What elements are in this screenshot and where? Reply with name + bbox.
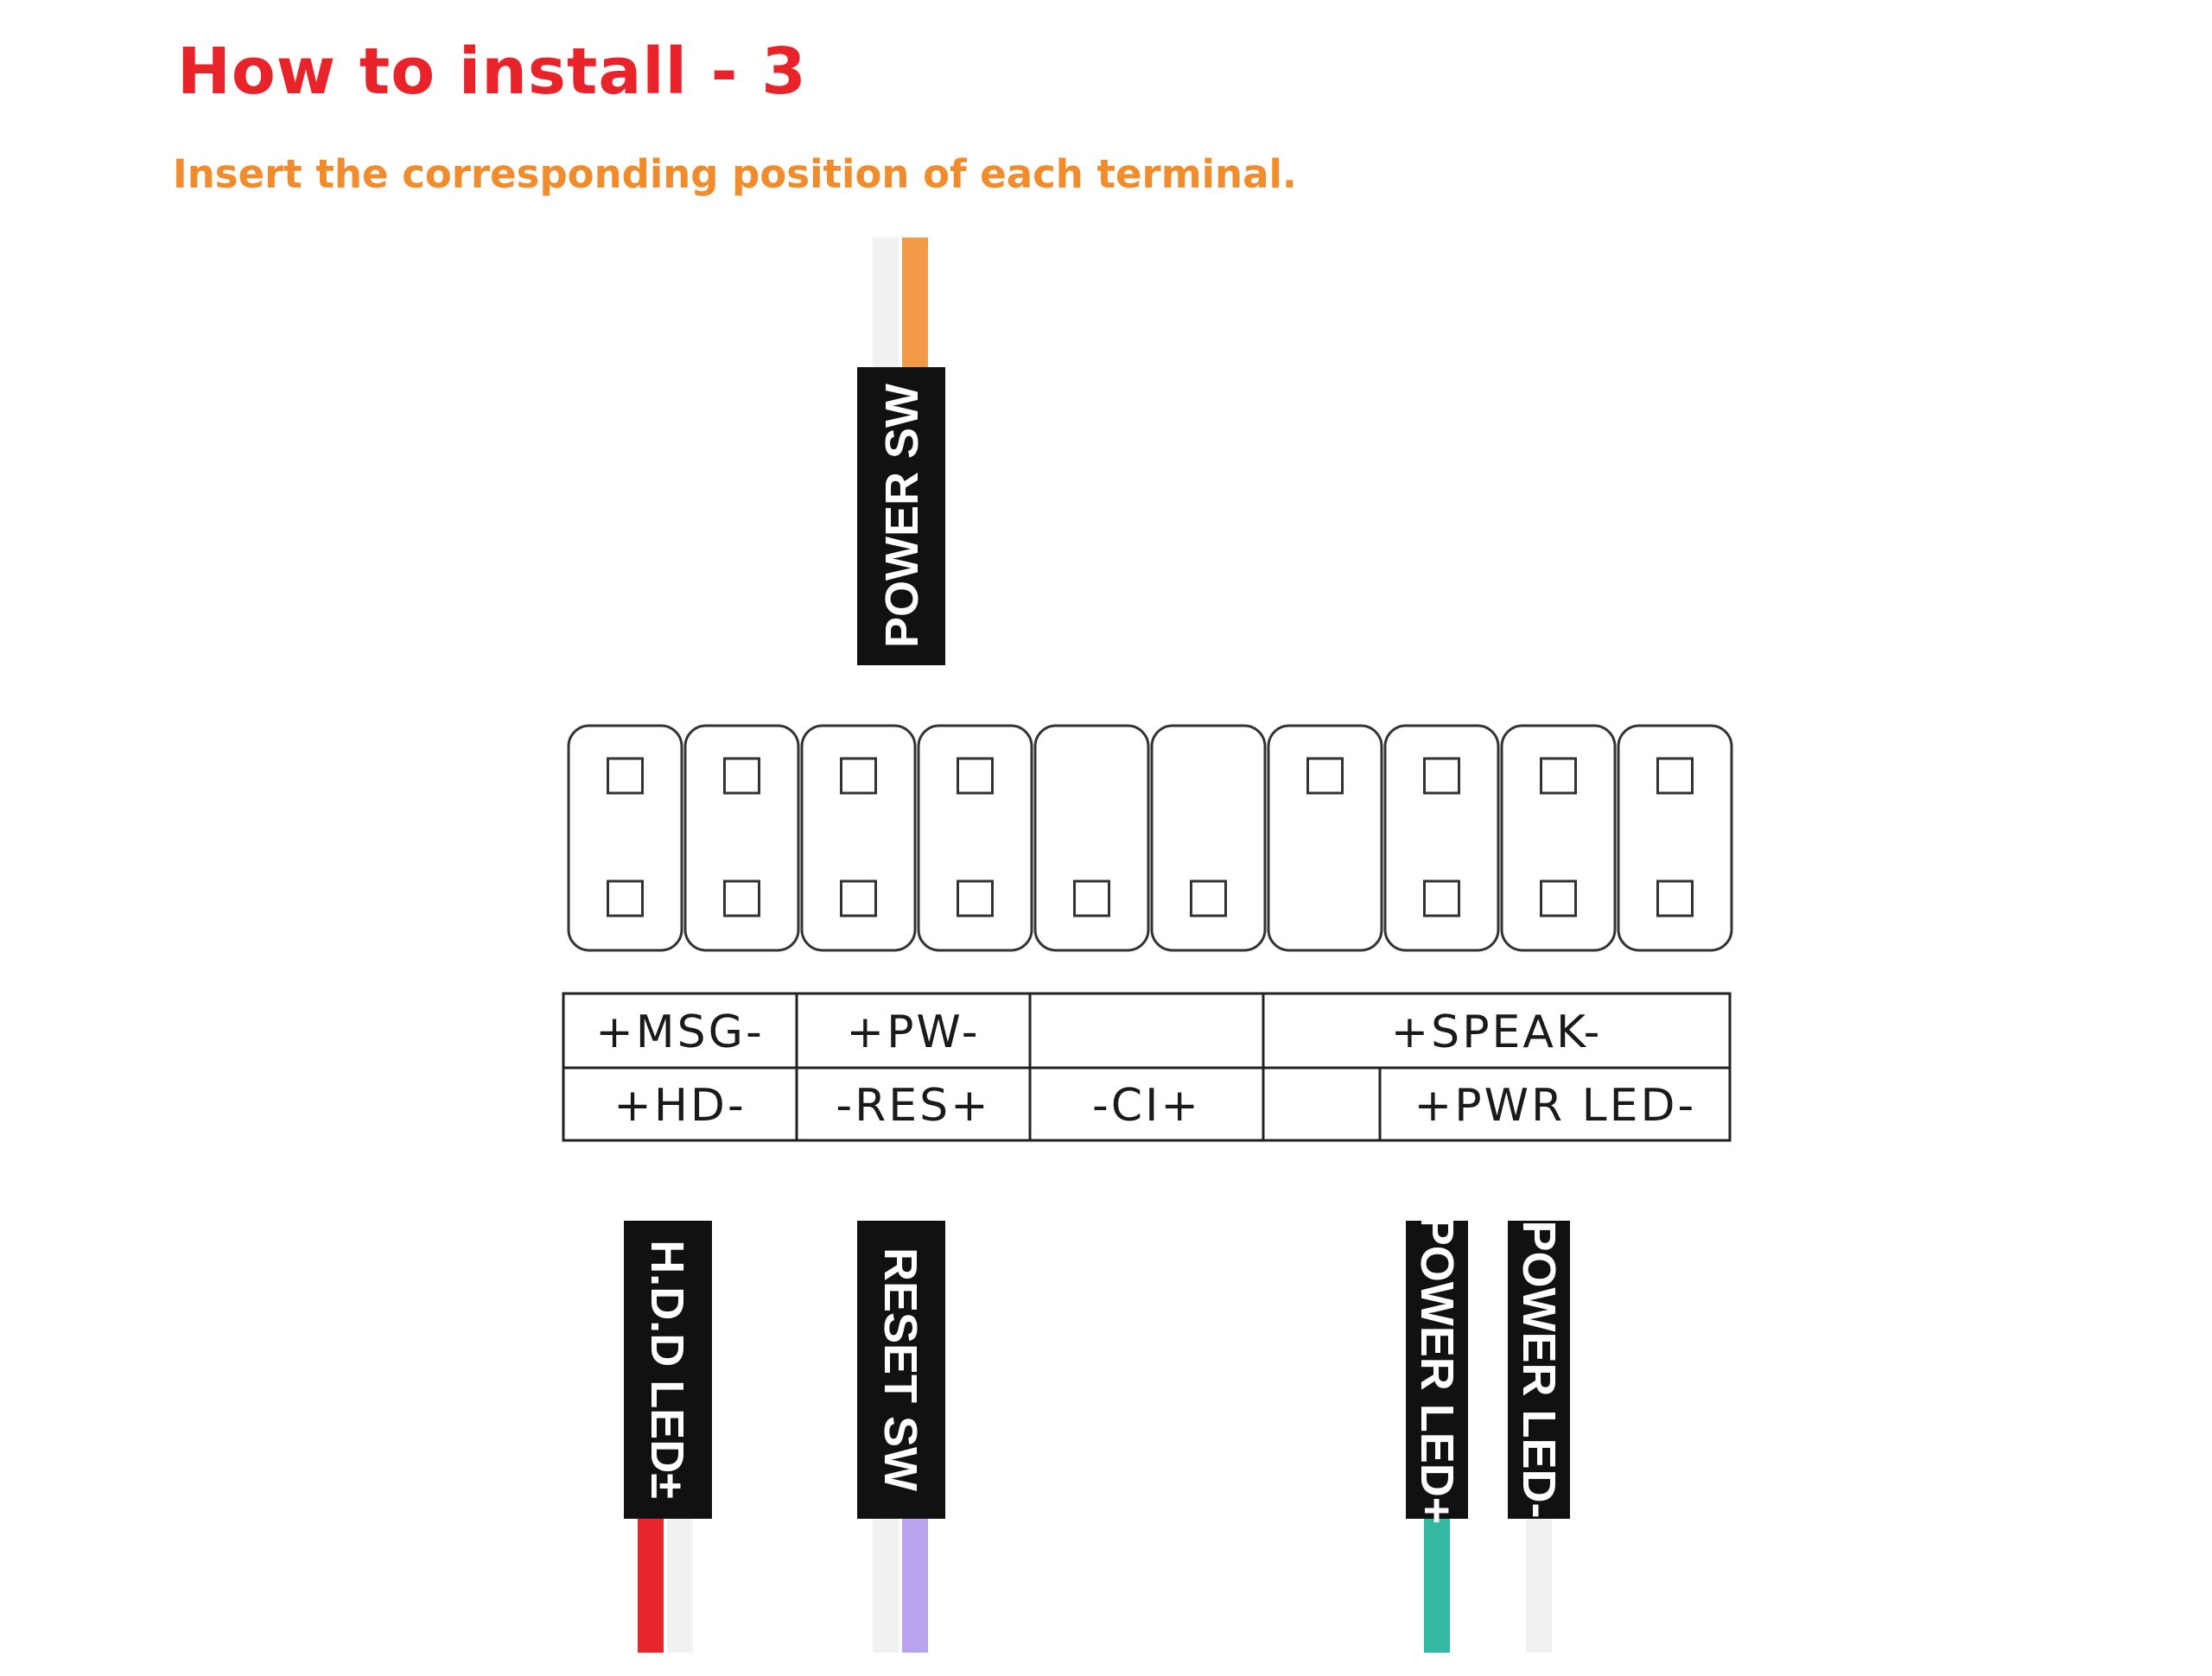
pin-top-7 (1306, 757, 1344, 795)
pin-bottom-10 (1656, 879, 1694, 917)
label-pw: +PW- (847, 1006, 981, 1058)
power-sw-wire-white (873, 238, 899, 371)
pin-bottom-4 (957, 879, 994, 917)
label-res: -RES+ (836, 1080, 990, 1132)
pin-bottom-3 (840, 879, 877, 917)
pin-bottom-2 (723, 879, 760, 917)
power-led-plus-label: POWER LED+ (1411, 1215, 1463, 1525)
pin-bottom-9 (1540, 879, 1577, 917)
pin-top-8 (1423, 757, 1460, 795)
pin-bottom-8 (1423, 879, 1460, 917)
reset-sw-label: RESET SW (874, 1247, 926, 1491)
hdd-led-wire-red (638, 1519, 664, 1653)
power-sw-wire-orange (902, 238, 928, 371)
pin-block-5 (1033, 724, 1150, 952)
reset-sw-wire-purple (902, 1519, 928, 1653)
label-pwr-led: +PWR LED- (1414, 1080, 1697, 1132)
label-ci: -CI+ (1092, 1080, 1201, 1132)
hdd-led-label: H.D.D LED± (641, 1240, 693, 1499)
pin-bottom-5 (1073, 879, 1110, 917)
reset-sw-connector: RESET SW (857, 1221, 945, 1653)
pin-block-6 (1150, 724, 1267, 952)
pin-header (567, 724, 1733, 952)
pin-block-2 (683, 724, 800, 952)
pin-top-3 (840, 757, 877, 795)
page-title: How to install - 3 (177, 35, 807, 109)
pin-block-4 (917, 724, 1033, 952)
power-sw-label: POWER SW (876, 384, 928, 648)
hdd-led-wire-white (667, 1519, 693, 1653)
power-led-plus-wire-teal (1424, 1519, 1450, 1653)
label-table: +MSG- +PW- +SPEAK- +HD- -RES+ -CI+ +PWR … (562, 992, 1732, 1142)
pin-bottom-6 (1190, 879, 1227, 917)
pin-block-3 (800, 724, 917, 952)
power-led-minus-connector: POWER LED- (1508, 1221, 1570, 1653)
power-sw-housing (857, 367, 945, 665)
power-led-minus-label: POWER LED- (1513, 1221, 1565, 1519)
pin-block-9 (1500, 724, 1617, 952)
pin-bottom-1 (607, 879, 644, 917)
power-sw-connector: POWER SW (857, 238, 945, 665)
pin-top-4 (957, 757, 994, 795)
pin-block-7 (1267, 724, 1383, 952)
pin-block-8 (1383, 724, 1500, 952)
pin-block-1 (567, 724, 683, 952)
hdd-led-connector: H.D.D LED± (624, 1221, 712, 1653)
reset-sw-wire-white (873, 1519, 899, 1653)
pin-top-2 (723, 757, 760, 795)
power-led-plus-connector: POWER LED+ (1406, 1215, 1468, 1653)
pin-top-1 (607, 757, 644, 795)
label-hd: +HD- (613, 1080, 746, 1132)
power-led-plus-housing (1406, 1221, 1468, 1519)
reset-sw-housing (857, 1221, 945, 1519)
hdd-led-housing (624, 1221, 712, 1519)
pin-top-10 (1656, 757, 1694, 795)
label-msg: +MSG- (595, 1006, 765, 1058)
label-speak: +SPEAK- (1391, 1006, 1603, 1058)
power-led-minus-housing (1508, 1221, 1570, 1519)
pin-top-9 (1540, 757, 1577, 795)
pin-block-10 (1617, 724, 1733, 952)
page-subtitle: Insert the corresponding position of eac… (173, 151, 1297, 197)
power-led-minus-wire-white (1526, 1519, 1552, 1653)
